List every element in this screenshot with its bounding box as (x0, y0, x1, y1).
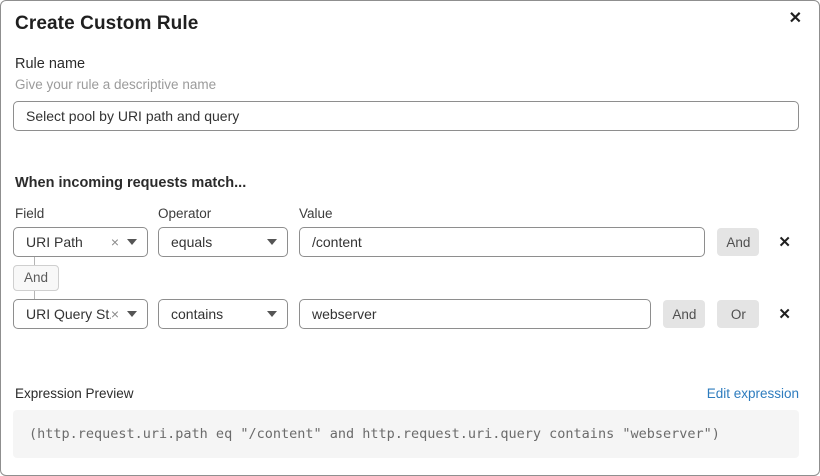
value-input[interactable] (299, 227, 706, 257)
rule-name-label: Rule name (15, 56, 86, 72)
operator-column-label: Operator (158, 206, 212, 221)
condition-column-labels: Field Operator Value (15, 206, 799, 221)
and-button[interactable]: And (717, 228, 760, 256)
expression-preview-label: Expression Preview (15, 386, 134, 401)
value-column-label: Value (299, 206, 333, 221)
operator-select-value: equals (171, 234, 213, 250)
or-button[interactable]: Or (717, 300, 760, 328)
group-connector-chip: And (13, 265, 60, 291)
value-input[interactable] (299, 299, 652, 329)
field-select[interactable]: URI Query St... × (13, 299, 148, 329)
match-section-heading: When incoming requests match... (15, 175, 247, 191)
operator-select[interactable]: contains (158, 299, 288, 329)
and-button[interactable]: And (663, 300, 706, 328)
chevron-down-icon (127, 311, 137, 317)
chevron-down-icon (267, 239, 277, 245)
connector-line-bottom (34, 291, 35, 299)
edit-expression-link[interactable]: Edit expression (706, 386, 799, 401)
chevron-down-icon (127, 239, 137, 245)
expression-preview-box: (http.request.uri.path eq "/content" and… (13, 410, 799, 458)
rule-name-hint: Give your rule a descriptive name (15, 77, 217, 92)
field-select-value: URI Path (26, 234, 83, 250)
page-title: Create Custom Rule (15, 13, 199, 34)
row-connector: And (13, 257, 799, 299)
expression-header: Expression Preview Edit expression (15, 386, 799, 401)
delete-row-icon[interactable]: ✕ (778, 305, 791, 323)
delete-row-icon[interactable]: ✕ (778, 233, 791, 251)
field-column-label: Field (15, 206, 45, 221)
field-select-value: URI Query St... (26, 306, 111, 322)
operator-select-value: contains (171, 306, 224, 322)
operator-select[interactable]: equals (158, 227, 288, 257)
clear-icon[interactable]: × (110, 234, 119, 250)
field-select[interactable]: URI Path × (13, 227, 148, 257)
connector-line-top (34, 257, 35, 265)
clear-icon[interactable]: × (110, 306, 119, 322)
expression-code: (http.request.uri.path eq "/content" and… (29, 426, 720, 442)
rule-name-input[interactable] (13, 101, 799, 131)
close-icon[interactable]: ✕ (785, 7, 806, 31)
condition-row: URI Query St... × contains And Or ✕ (13, 299, 799, 329)
chevron-down-icon (267, 311, 277, 317)
condition-row: URI Path × equals And ✕ (13, 227, 799, 257)
